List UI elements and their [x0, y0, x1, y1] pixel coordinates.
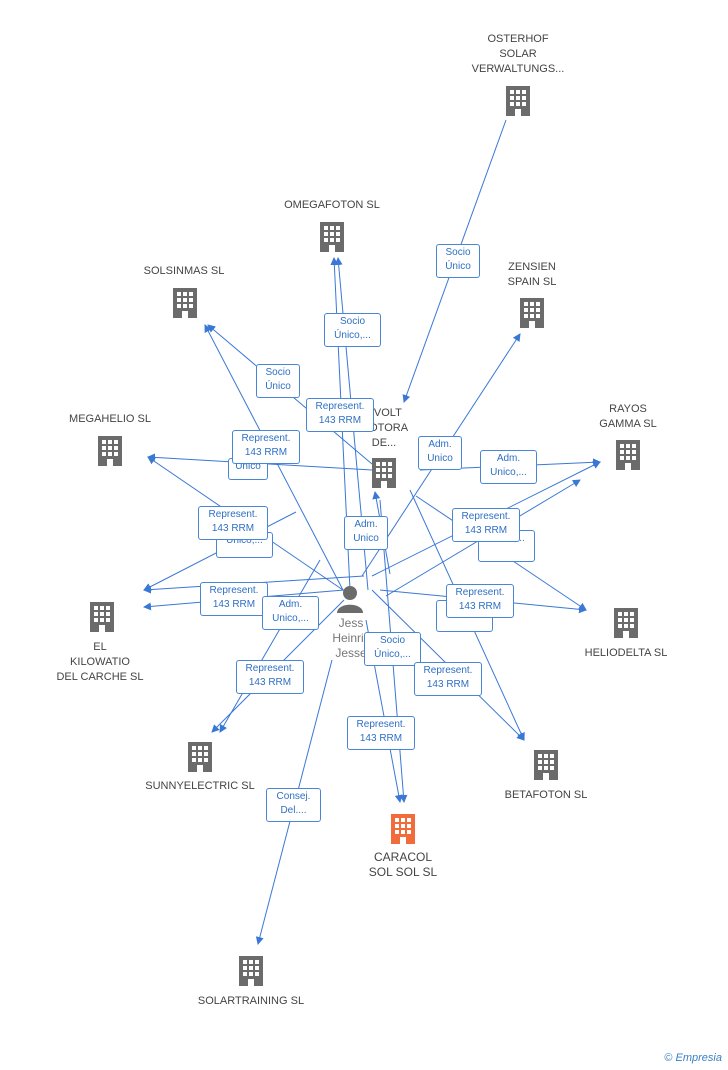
edge-label[interactable]: Socio Único — [436, 244, 480, 278]
node-label: BETAFOTON SL — [504, 789, 588, 801]
node-label: SOLSINMAS SL — [143, 265, 225, 277]
person-label: Jess Heinric Jesse — [332, 616, 370, 660]
edge-label[interactable]: Represent. 143 RRM — [232, 430, 300, 464]
brand-label: Empresia — [675, 1052, 722, 1064]
building-icon — [503, 84, 533, 118]
node-megahelio[interactable]: MEGAHELIO SL — [40, 412, 180, 472]
node-label: RAYOS GAMMA SL — [599, 403, 657, 430]
building-icon — [170, 286, 200, 320]
copyright-icon: © — [664, 1052, 673, 1064]
node-label: ZENSIEN SPAIN SL — [507, 261, 557, 288]
building-icon — [185, 740, 215, 774]
building-icon — [236, 954, 266, 988]
edge-label[interactable]: Represent. 143 RRM — [446, 584, 514, 618]
node-label: SUNNYELECTRIC SL — [145, 780, 255, 792]
edge-line — [219, 559, 321, 733]
edge-label[interactable]: Adm. Unico — [418, 436, 462, 470]
edge-label[interactable]: Adm. Unico — [344, 516, 388, 550]
edge-label[interactable]: Socio Único,... — [324, 313, 381, 347]
edge-label[interactable]: Socio Único — [256, 364, 300, 398]
node-solsinmas[interactable]: SOLSINMAS SL — [114, 264, 254, 324]
edge-label[interactable]: Represent. 143 RRM — [347, 716, 415, 750]
node-osterhof[interactable]: OSTERHOF SOLAR VERWALTUNGS... — [448, 32, 588, 122]
node-solartraining[interactable]: SOLARTRAINING SL — [181, 954, 321, 1014]
building-icon — [369, 456, 399, 490]
node-label: EL KILOWATIO DEL CARCHE SL — [56, 641, 144, 683]
edge-label[interactable]: Represent. 143 RRM — [236, 660, 304, 694]
building-icon — [317, 220, 347, 254]
node-label: SOLARTRAINING SL — [197, 995, 305, 1007]
building-icon — [611, 606, 641, 640]
node-sunnyelectric[interactable]: SUNNYELECTRIC SL — [130, 740, 270, 800]
node-label: OMEGAFOTON SL — [284, 199, 380, 211]
building-icon — [531, 748, 561, 782]
edge-label[interactable]: Represent. 143 RRM — [198, 506, 268, 540]
node-heliodelta[interactable]: HELIODELTA SL — [556, 606, 696, 666]
edge-label[interactable]: Represent. 143 RRM — [306, 398, 374, 432]
node-label: HELIODELTA SL — [584, 647, 668, 659]
building-icon-focus — [388, 812, 418, 846]
edge-label[interactable]: Consej. Del.... — [266, 788, 321, 822]
node-zensien[interactable]: ZENSIEN SPAIN SL — [462, 260, 602, 332]
edge-label[interactable]: Represent. 143 RRM — [452, 508, 520, 542]
node-caracol[interactable]: CARACOL SOL SOL SL — [333, 812, 473, 882]
footer-brand: © Empresia — [664, 1052, 722, 1064]
building-icon — [517, 296, 547, 330]
building-icon — [613, 438, 643, 472]
edge-label[interactable]: Adm. Unico,... — [480, 450, 537, 484]
edge-label[interactable]: Adm. Unico,... — [262, 596, 319, 630]
node-kilowatio[interactable]: EL KILOWATIO DEL CARCHE SL — [30, 600, 170, 688]
node-rayos[interactable]: RAYOS GAMMA SL — [558, 402, 698, 474]
node-omegafoton[interactable]: OMEGAFOTON SL — [262, 198, 402, 258]
node-label: CARACOL SOL SOL SL — [368, 850, 438, 879]
node-label: MEGAHELIO SL — [69, 413, 151, 425]
node-person[interactable]: Jess Heinric Jesse — [316, 582, 386, 672]
person-icon — [337, 586, 363, 613]
edge-label[interactable]: Represent. 143 RRM — [200, 582, 268, 616]
building-icon — [87, 600, 117, 634]
node-betafoton[interactable]: BETAFOTON SL — [476, 748, 616, 808]
node-label: OSTERHOF SOLAR VERWALTUNGS... — [471, 33, 565, 75]
building-icon — [95, 434, 125, 468]
edge-label[interactable]: Socio Único,... — [364, 632, 421, 666]
edge-label[interactable]: Represent. 143 RRM — [414, 662, 482, 696]
